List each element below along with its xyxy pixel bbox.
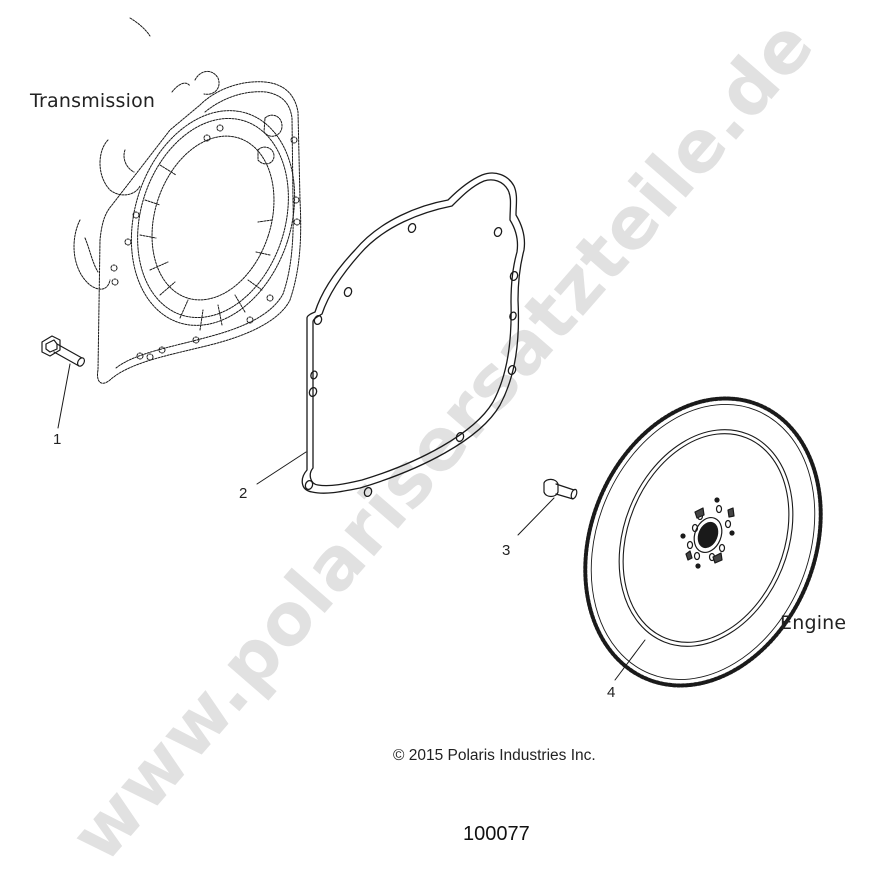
transmission-label: Transmission bbox=[30, 90, 156, 112]
callout-1[interactable]: 1 bbox=[53, 431, 62, 448]
figure-id: 100077 bbox=[463, 823, 530, 845]
bolt-1 bbox=[41, 335, 86, 367]
callout-3[interactable]: 3 bbox=[502, 542, 511, 559]
engine-label: Engine bbox=[780, 612, 847, 634]
flywheel bbox=[583, 396, 823, 688]
callout-4[interactable]: 4 bbox=[607, 684, 616, 701]
gasket bbox=[301, 172, 526, 498]
copyright-notice: © 2015 Polaris Industries Inc. bbox=[393, 747, 596, 764]
callout-2[interactable]: 2 bbox=[239, 485, 248, 502]
transmission-housing bbox=[73, 17, 302, 384]
leader-lines bbox=[57, 363, 646, 681]
bolt-3 bbox=[543, 478, 578, 500]
